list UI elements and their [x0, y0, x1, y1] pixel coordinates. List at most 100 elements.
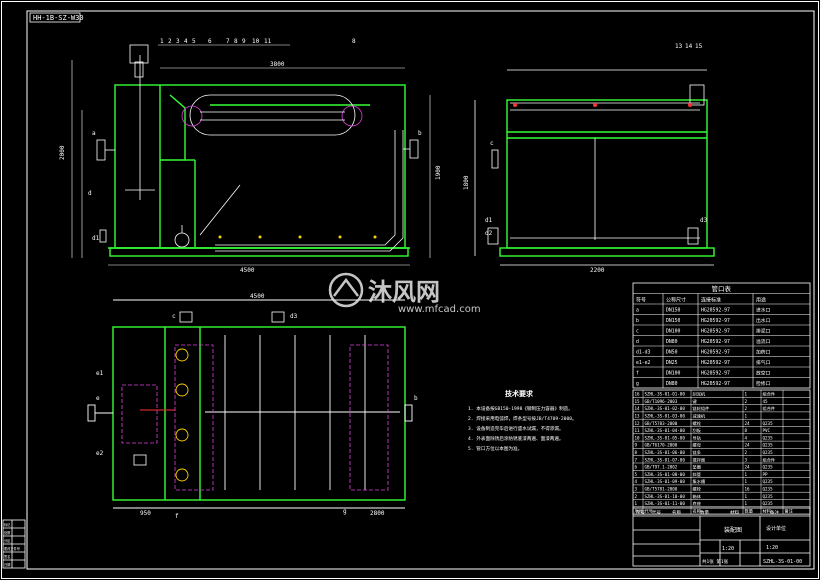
- svg-text:9: 9: [242, 38, 246, 45]
- svg-text:10: 10: [252, 38, 260, 45]
- parts-list-cell: 刮泥机: [693, 391, 706, 398]
- parts-list-cell: 导轨: [693, 434, 702, 441]
- drawing-number: SZHL-3S-01-00: [763, 559, 802, 565]
- parts-list-cell: 6: [635, 465, 638, 470]
- dim-overall-width: 4500: [240, 267, 255, 274]
- svg-text:8: 8: [234, 38, 238, 45]
- parts-list-cell: 螺栓: [693, 486, 702, 493]
- label-nozzle-d1: d1: [92, 235, 100, 242]
- parts-list-header: 数量: [745, 507, 753, 514]
- parts-list-cell: 集水槽: [693, 478, 706, 485]
- dim-side-height: 1900: [435, 165, 442, 180]
- side-top-labels: 13 14 15: [675, 43, 703, 50]
- nozzle-table-cell: 放空口: [756, 370, 771, 377]
- parts-list-cell: SZHL-3S-01-10-00: [645, 494, 686, 499]
- plan-dim-left: 950: [140, 510, 151, 517]
- parts-list-cell: 搅拌器: [693, 456, 706, 463]
- parts-list-cell: 15: [635, 399, 641, 404]
- parts-list-cell: SZHL-3S-01-06-00: [645, 450, 686, 455]
- nozzle-table-cell: 加药口: [756, 349, 771, 356]
- parts-list-cell: 24: [745, 421, 751, 426]
- svg-text:13: 13: [675, 43, 683, 50]
- parts-list-cell: 1: [745, 501, 748, 506]
- nozzle-table-cell: 出水口: [756, 317, 771, 324]
- parts-list-cell: Q235: [763, 494, 774, 499]
- parts-list-cell: PVC: [763, 428, 771, 433]
- svg-text:1: 1: [160, 38, 164, 45]
- nozzle-table-cell: HG20592-97: [701, 329, 730, 335]
- nozzle-table-cell: 排气口: [756, 359, 771, 366]
- nozzle-table-header: 公称尺寸: [666, 297, 686, 304]
- svg-text:6: 6: [208, 38, 212, 45]
- note-line: 1. 本设备按GB150-1998《钢制压力容器》制造。: [468, 405, 573, 412]
- nozzle-table-cell: HG20592-97: [701, 339, 730, 345]
- parts-list-cell: 8: [635, 450, 638, 455]
- parts-list-cell: 2: [745, 399, 748, 404]
- parts-list-cell: 减速机: [693, 413, 706, 420]
- title-block-header-cell: 备注: [770, 509, 779, 516]
- svg-text:15: 15: [695, 43, 703, 50]
- parts-list-cell: Q235: [763, 421, 774, 426]
- side-view: 2200 1800 13 14 15 c d1 d2 d3: [463, 43, 715, 274]
- nozzle-table-cell: f: [636, 371, 639, 377]
- label-plan-e1: e1: [96, 370, 104, 377]
- parts-list-cell: Q235: [763, 487, 774, 492]
- nozzle-table-cell: HG20592-97: [701, 360, 730, 366]
- side-motor: [689, 84, 705, 106]
- parts-list-cell: 4: [745, 435, 748, 440]
- parts-list-cell: 12: [635, 421, 641, 426]
- label-nozzle-b: b: [418, 130, 422, 137]
- revision-label: 更改文件号: [4, 546, 20, 551]
- svg-text:7: 7: [226, 38, 230, 45]
- revision-label: 签名: [4, 554, 10, 559]
- label-plan-d3: d3: [290, 313, 298, 320]
- parts-list-cell: 3: [745, 457, 748, 462]
- sheet-info: 共1张 第1张: [702, 558, 729, 565]
- revision-label: 日期: [4, 562, 10, 567]
- parts-list-cell: 24: [745, 465, 751, 470]
- svg-text:14: 14: [685, 43, 693, 50]
- nozzle-table-cell: 排泥口: [756, 328, 771, 335]
- svg-text:5: 5: [192, 38, 196, 45]
- nozzle-table-cell: c: [636, 330, 639, 335]
- nozzle-table-header: 用途: [756, 297, 766, 304]
- parts-list-cell: 1: [745, 494, 748, 499]
- parts-list-cell: SZHL-3S-01-07-00: [645, 457, 686, 462]
- parts-list-cell: 2: [635, 494, 638, 499]
- nozzle-table-cell: DN80: [666, 339, 678, 345]
- title-block-header: 序号代号名称数量材料备注: [636, 509, 779, 516]
- parts-list-header: 备注: [785, 507, 794, 514]
- title-block-header-cell: 数量: [700, 509, 709, 516]
- front-tank-body: [114, 84, 406, 249]
- parts-list-cell: 2: [745, 406, 748, 411]
- note-line: 4. 外表面除锈后涂防锈底漆两遍、面漆两遍。: [468, 435, 564, 442]
- parts-list-cell: SZHL-3S-01-08-00: [645, 472, 686, 477]
- parts-list-cell: SZHL-3S-01-11-00: [645, 501, 686, 506]
- parts-list-cell: Q235: [763, 501, 774, 506]
- parts-list-header: 代号: [645, 507, 653, 514]
- nozzle-table-title: 管口表: [712, 284, 732, 293]
- label-nozzle-d1-side: d1: [485, 217, 493, 224]
- revision-label: 标记: [4, 522, 11, 527]
- parts-list-cell: SZHL-3S-01-09-00: [645, 479, 686, 484]
- parts-list-cell: 3: [635, 487, 638, 492]
- nozzle-b-plan: [404, 404, 413, 422]
- revision-label: 处数: [4, 530, 11, 535]
- parts-list-cell: 10: [635, 435, 641, 440]
- label-plan-e: e: [96, 395, 100, 402]
- nozzle-table-cell: 检修口: [756, 380, 771, 387]
- front-top-labels: 1 2 3 4 5 6 7 8 9 10 11 8: [160, 38, 356, 45]
- parts-list-cell: PP: [763, 472, 769, 477]
- parts-list-cell: 底座: [693, 500, 701, 507]
- front-chain-loop: [189, 94, 356, 136]
- plan-dim-right: 2800: [370, 510, 385, 517]
- title-block-header-cell: 代号: [652, 509, 661, 516]
- title-block-header-cell: 材料: [730, 509, 739, 516]
- nozzle-table-cell: HG20592-97: [701, 308, 730, 314]
- parts-list-cell: 箱体: [693, 493, 702, 500]
- watermark-brand: 沐风网: [368, 278, 440, 306]
- nozzle-table-cell: d: [636, 339, 639, 345]
- parts-list-header: 材料: [763, 507, 772, 514]
- svg-text:4: 4: [184, 38, 188, 45]
